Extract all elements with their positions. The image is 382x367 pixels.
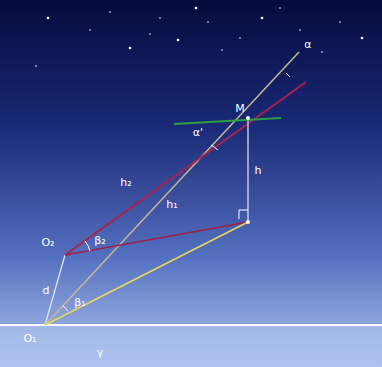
star (321, 51, 323, 53)
star (221, 49, 223, 51)
angle-arc-alpha-prime (211, 145, 218, 150)
angle-arc-beta1 (63, 306, 68, 311)
horizon-line (0, 324, 382, 326)
right-angle-mark (239, 210, 248, 219)
star (279, 7, 281, 9)
star (339, 21, 341, 23)
height-line (247, 118, 248, 222)
star (35, 65, 37, 67)
star (361, 37, 364, 40)
star (129, 47, 132, 50)
star (109, 11, 111, 13)
ground-band (0, 326, 382, 367)
distance-label: h₁ (166, 199, 177, 210)
angle-arc-alpha (286, 73, 290, 77)
point-foot (246, 220, 250, 224)
distance-label: h₂ (120, 177, 131, 188)
star (299, 29, 301, 31)
angle-label: β₂ (94, 235, 105, 246)
star (159, 17, 161, 19)
star (261, 17, 264, 20)
angle-label: α' (193, 127, 203, 138)
angle-label: γ (97, 347, 104, 358)
ground-line-o2 (65, 222, 248, 255)
point-m (246, 116, 250, 120)
height-label: h (255, 165, 262, 176)
angle-arc-beta2 (85, 241, 90, 251)
baseline-label: d (43, 285, 50, 296)
star (239, 37, 241, 39)
star (207, 21, 209, 23)
angle-label: β₁ (74, 297, 85, 308)
star (89, 29, 91, 31)
angle-label: α (304, 39, 311, 50)
sight-line-o1 (45, 52, 299, 325)
star (149, 33, 151, 35)
sight-line-o2 (65, 82, 306, 255)
observer-label: O₂ (41, 237, 54, 248)
stars (35, 7, 363, 67)
local-horizon (174, 118, 281, 124)
point-label: M (235, 103, 245, 114)
star (195, 7, 198, 10)
star (177, 39, 180, 42)
star (47, 17, 50, 20)
observer-label: O₁ (23, 333, 36, 344)
ground-line-o1 (45, 222, 248, 325)
